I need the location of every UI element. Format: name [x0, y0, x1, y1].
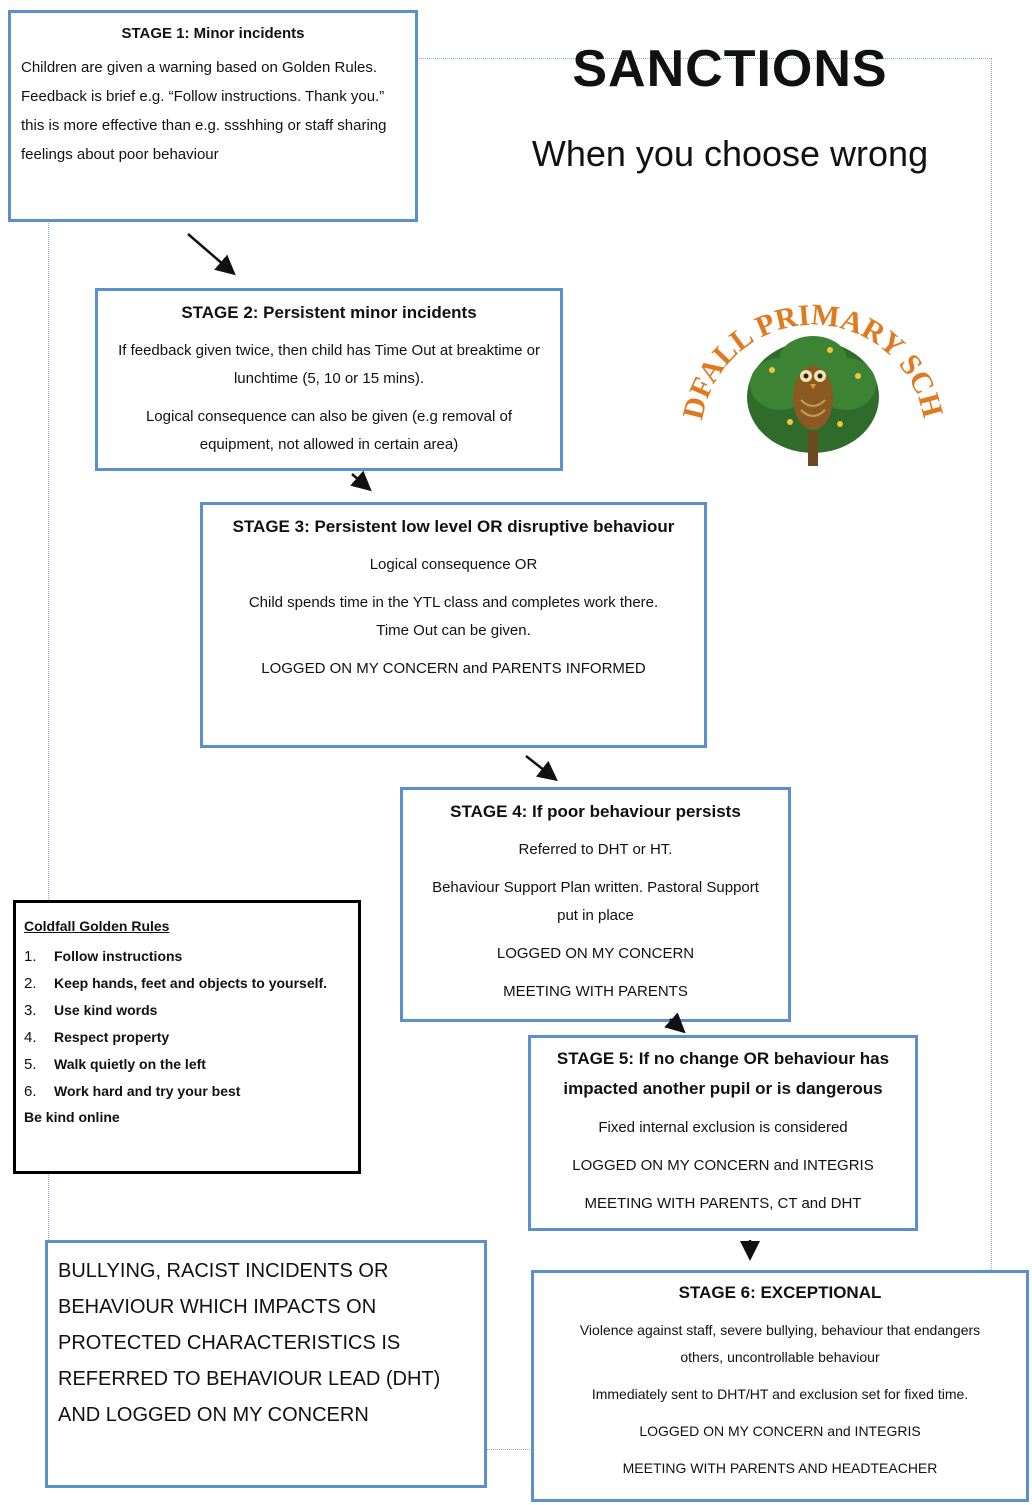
stage-3-line: Child spends time in the YTL class and c… [248, 594, 659, 639]
stage-4-line: Referred to DHT or HT. [518, 841, 673, 858]
golden-rule-item: 4.Respect property [24, 1029, 170, 1046]
stage-6-box: STAGE 6: EXCEPTIONAL Violence against st… [531, 1270, 1029, 1502]
stage-5-line: Fixed internal exclusion is considered [598, 1119, 848, 1136]
golden-rule-item: 3.Use kind words [24, 1002, 158, 1019]
golden-rules-list: 1.Follow instructions 2.Keep hands, feet… [24, 943, 350, 1105]
stage-4-line: LOGGED ON MY CONCERN [496, 945, 695, 962]
golden-rule-item: 6.Work hard and try your best [24, 1083, 241, 1100]
stage-6-title: STAGE 6: EXCEPTIONAL [678, 1283, 882, 1302]
golden-rule-item: 2.Keep hands, feet and objects to yourse… [24, 975, 328, 992]
golden-rules-box: Coldfall Golden Rules 1.Follow instructi… [13, 900, 361, 1174]
stage-3-title: STAGE 3: Persistent low level OR disrupt… [232, 517, 675, 536]
owl-icon [793, 366, 833, 430]
stage-2-title: STAGE 2: Persistent minor incidents [181, 303, 477, 322]
stage-6-line: Immediately sent to DHT/HT and exclusion… [591, 1386, 969, 1402]
stage-3-line: Logical consequence OR [369, 556, 538, 573]
stage-4-line: MEETING WITH PARENTS [503, 983, 688, 1000]
arrow-icon [187, 233, 236, 276]
stage-1-title: STAGE 1: Minor incidents [121, 25, 305, 42]
stage-3-line: LOGGED ON MY CONCERN and PARENTS INFORME… [261, 660, 646, 677]
stage-6-line: Violence against staff, severe bullying,… [579, 1322, 981, 1365]
arrow-icon [740, 1240, 760, 1261]
bullying-note-box: BULLYING, RACIST INCIDENTS OR BEHAVIOUR … [45, 1240, 487, 1488]
stage-2-line: If feedback given twice, then child has … [118, 342, 540, 387]
school-logo: COLDFALL PRIMARY SCHOOL [680, 272, 946, 466]
stage-2-line: Logical consequence can also be given (e… [145, 408, 513, 453]
stage-1-text: Children are given a warning based on Go… [21, 59, 387, 163]
page-title: SANCTIONS [572, 40, 888, 98]
arrow-icon [350, 470, 372, 492]
stage-1-box: STAGE 1: Minor incidents Children are gi… [8, 10, 418, 222]
page-subtitle: When you choose wrong [531, 133, 929, 174]
stage-5-line: MEETING WITH PARENTS, CT and DHT [584, 1195, 862, 1212]
stage-6-line: MEETING WITH PARENTS AND HEADTEACHER [622, 1460, 938, 1476]
golden-rule-item: 5.Walk quietly on the left [24, 1056, 206, 1073]
stage-6-line: LOGGED ON MY CONCERN and INTEGRIS [639, 1423, 921, 1439]
stage-4-box: STAGE 4: If poor behaviour persists Refe… [400, 787, 791, 1022]
stage-4-title: STAGE 4: If poor behaviour persists [450, 802, 741, 821]
arrow-icon [664, 1012, 686, 1034]
bullying-note-text: BULLYING, RACIST INCIDENTS OR BEHAVIOUR … [58, 1260, 441, 1426]
golden-rule-item: 1.Follow instructions [24, 948, 183, 965]
stage-5-title: STAGE 5: If no change OR behaviour has i… [556, 1049, 890, 1098]
golden-rules-heading: Coldfall Golden Rules [24, 918, 170, 934]
golden-rules-extra: Be kind online [24, 1109, 120, 1125]
stage-2-box: STAGE 2: Persistent minor incidents If f… [95, 288, 563, 471]
stage-5-line: LOGGED ON MY CONCERN and INTEGRIS [572, 1157, 874, 1174]
stage-5-box: STAGE 5: If no change OR behaviour has i… [528, 1035, 918, 1231]
stage-4-line: Behaviour Support Plan written. Pastoral… [432, 879, 759, 924]
stage-3-box: STAGE 3: Persistent low level OR disrupt… [200, 502, 707, 748]
dotted-connector-frame [48, 58, 992, 1450]
arrow-icon [525, 755, 558, 782]
